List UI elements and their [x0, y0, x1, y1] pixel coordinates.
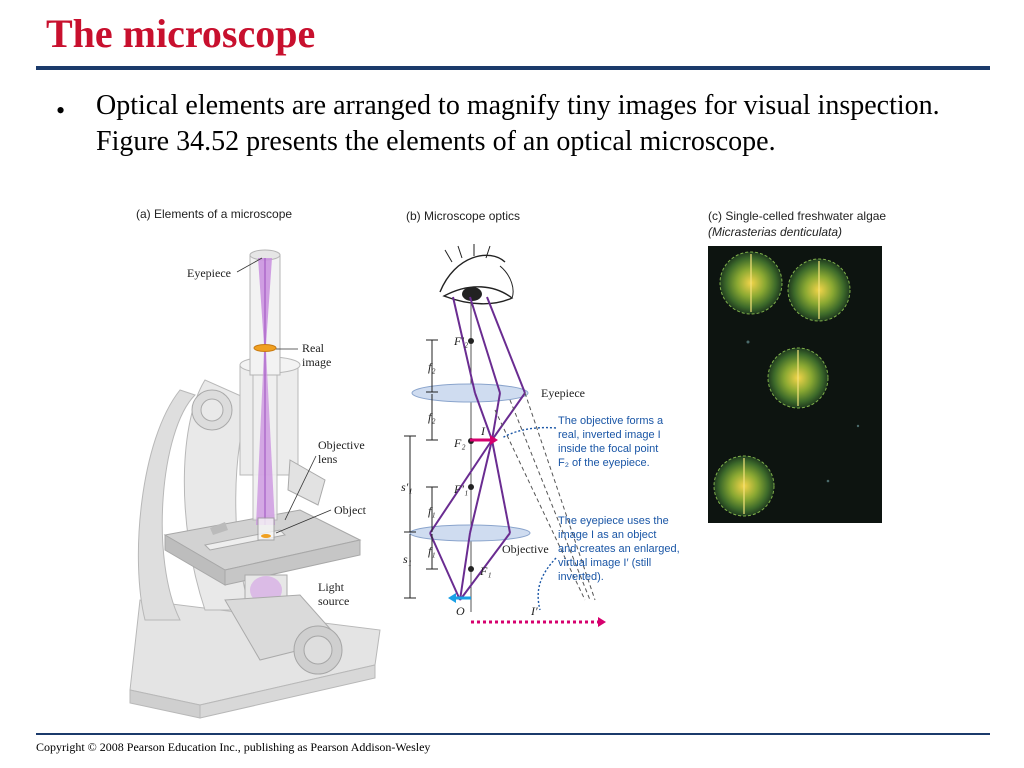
label-F2-prime: F′₂ — [454, 334, 469, 348]
copyright-footer: Copyright © 2008 Pearson Education Inc.,… — [36, 740, 431, 754]
label-F1: F₁ — [480, 564, 492, 578]
label-s1-prime: s′₁ — [401, 480, 413, 494]
note-eyepiece-uses-image: The eyepiece uses the image I as an obje… — [558, 515, 680, 583]
label-image-I: I — [481, 424, 485, 438]
label-real-image-line2: image — [302, 355, 332, 369]
panel-a-letter: (a) — [136, 207, 151, 221]
algae-cell — [787, 258, 851, 322]
label-f1-top: f₁ — [428, 504, 436, 518]
algae-cell — [713, 455, 775, 517]
label-F2: F₂ — [454, 436, 466, 450]
label-objective-b: Objective — [502, 542, 549, 556]
title-divider — [36, 66, 990, 70]
panel-b-letter: (b) — [406, 209, 421, 223]
panel-a-caption-text: Elements of a microscope — [154, 207, 293, 221]
label-eyepiece-a: Eyepiece — [187, 266, 231, 280]
label-objective-lens-line2: lens — [318, 452, 338, 466]
label-f2-top: f₂ — [428, 360, 436, 374]
label-I-prime: I′ — [531, 604, 538, 618]
label-F1-prime: F′₁ — [454, 482, 469, 496]
panel-b-caption-text: Microscope optics — [424, 209, 521, 223]
panel-c-caption-line1: (c) Single-celled freshwater algae — [708, 209, 886, 223]
panel-c-letter: (c) — [708, 209, 722, 223]
slide-title: The microscope — [46, 11, 316, 56]
panel-c-caption-line2: (Micrasterias denticulata) — [708, 225, 843, 239]
algae-cell — [767, 347, 829, 409]
algae-micrograph — [708, 246, 882, 523]
label-objective-lens-line1: Objective — [318, 438, 365, 452]
bullet-text: Optical elements are arranged to magnify… — [96, 90, 940, 157]
footer-divider — [36, 733, 990, 735]
label-light-source-line2: source — [318, 594, 350, 608]
label-light-source-line1: Light — [318, 580, 344, 594]
note-objective-forms-image: The objective forms a real, inverted ima… — [558, 415, 664, 469]
panel-b-caption: (b) Microscope optics — [406, 209, 520, 223]
label-real-image-line1: Real — [302, 341, 324, 355]
panel-c-caption-text: Single-celled freshwater algae — [725, 209, 887, 223]
algae-cell — [719, 251, 783, 315]
label-O: O — [456, 604, 465, 618]
panel-a-caption: (a) Elements of a microscope — [136, 207, 292, 221]
label-eyepiece-b: Eyepiece — [541, 386, 585, 400]
label-f2-bottom: f₂ — [428, 410, 436, 424]
bullet-marker: • — [56, 96, 66, 125]
label-f1-bottom: f₁ — [428, 544, 436, 558]
label-object-a: Object — [334, 503, 366, 517]
label-s1: s₁ — [403, 552, 412, 566]
